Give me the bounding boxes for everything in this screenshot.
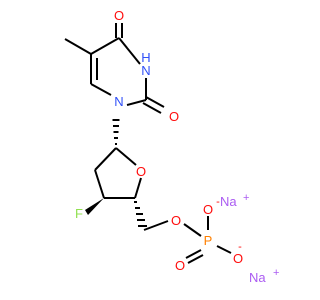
bond-c1-c2prime [94, 147, 117, 171]
bond-c2-o-b [142, 102, 162, 114]
bond-c5prime-oester [143, 220, 169, 231]
chemical-structure: O N H O N O F O P O - O O - Na + Na + [64, 8, 279, 285]
bond-c4-c5 [90, 37, 120, 55]
bond-c2prime-c3prime [94, 169, 105, 199]
charge-o-p-right: - [238, 241, 242, 253]
bond-p-oleft-b [187, 254, 204, 264]
bond-c5-methyl [64, 38, 92, 55]
atom-o-p-top: O [203, 202, 213, 217]
atom-labels: O N H O N O F O P O - O O - [75, 8, 243, 273]
counterions: Na + Na + [220, 192, 279, 285]
atom-n3: N [141, 63, 150, 78]
bond-lines [64, 23, 232, 264]
atom-f: F [75, 206, 83, 221]
atom-o-ring: O [136, 164, 146, 179]
sodium-ion-1: Na [220, 194, 237, 209]
bond-oester-p [183, 223, 202, 237]
atom-p: P [204, 233, 213, 248]
atom-o-c2: O [169, 109, 179, 124]
bond-c4prime-oring [134, 177, 142, 199]
wedge-c3-f [85, 198, 104, 215]
atom-o-p-left: O [175, 258, 185, 273]
stereo-bonds [85, 119, 147, 227]
atom-o-c4: O [114, 8, 124, 23]
atom-n1: N [114, 94, 123, 109]
sodium-ion-2: Na [249, 270, 266, 285]
atom-o-ester: O [171, 213, 181, 228]
atom-h-n3: H [141, 50, 150, 65]
sodium-ion-2-charge: + [273, 267, 279, 279]
bond-p-oleft-a [185, 249, 202, 259]
bond-n1-c2 [126, 99, 147, 106]
bond-oring-c1 [115, 147, 137, 166]
bond-n3-c4 [118, 37, 141, 65]
atom-o-p-right: O [233, 251, 243, 266]
charge-o-p-top: - [216, 196, 220, 208]
bond-c6-n1 [90, 83, 112, 96]
bond-p-oright [216, 245, 232, 254]
bond-c2-o-a [145, 96, 165, 108]
sodium-ion-1-charge: + [243, 192, 249, 204]
